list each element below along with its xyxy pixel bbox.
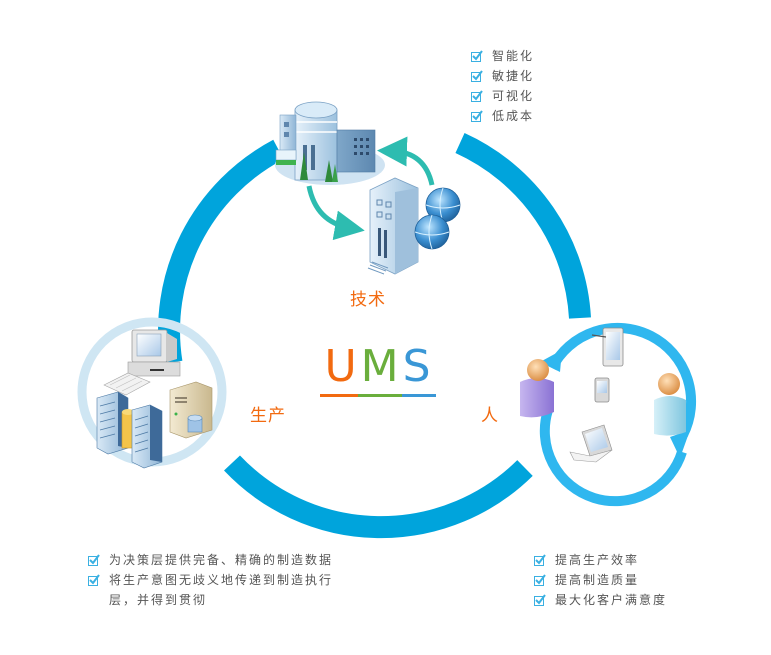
- checkbox-checked-icon: [88, 574, 100, 586]
- ring-arc-bottom: [224, 455, 533, 539]
- list-item: 将生产意图无歧义地传递到制造执行层，并得到贯彻: [88, 570, 338, 610]
- checkbox-checked-icon: [534, 574, 546, 586]
- production-benefits-list: 为决策层提供完备、精确的制造数据 将生产意图无歧义地传递到制造执行层，并得到贯彻: [88, 550, 338, 610]
- technology-benefits-list: 智能化 敏捷化 可视化 低成本: [471, 46, 534, 126]
- office-buildings-globes-icon: [275, 101, 461, 275]
- underline-orange: [320, 394, 358, 397]
- ums-letter-u: U: [324, 341, 361, 392]
- benefit-text: 可视化: [492, 89, 535, 103]
- underline-green: [358, 394, 402, 397]
- people-benefits-list: 提高生产效率 提高制造质量 最大化客户满意度: [534, 550, 667, 610]
- users-devices-cycle-icon: [520, 323, 697, 507]
- checkbox-checked-icon: [471, 50, 483, 62]
- ums-title: UMS: [322, 343, 437, 391]
- checkbox-checked-icon: [471, 90, 483, 102]
- benefit-text: 提高生产效率: [555, 553, 640, 567]
- list-item: 提高生产效率: [534, 550, 667, 570]
- list-item: 智能化: [471, 46, 534, 66]
- benefit-text: 最大化客户满意度: [555, 593, 668, 607]
- list-item: 低成本: [471, 106, 534, 126]
- benefit-text: 低成本: [492, 109, 535, 123]
- ring-arc-right: [455, 132, 591, 319]
- list-item: 敏捷化: [471, 66, 534, 86]
- technology-label: 技术: [350, 290, 386, 310]
- benefit-text: 智能化: [492, 49, 535, 63]
- benefit-text: 敏捷化: [492, 69, 535, 83]
- list-item: 最大化客户满意度: [534, 590, 667, 610]
- checkbox-checked-icon: [471, 110, 483, 122]
- underline-blue: [402, 394, 436, 397]
- checkbox-checked-icon: [534, 554, 546, 566]
- list-item: 提高制造质量: [534, 570, 667, 590]
- list-item: 为决策层提供完备、精确的制造数据: [88, 550, 338, 570]
- ums-letter-m: M: [360, 341, 403, 392]
- checkbox-checked-icon: [534, 594, 546, 606]
- benefit-text: 将生产意图无歧义地传递到制造执行层，并得到贯彻: [109, 573, 334, 607]
- ums-underline: [320, 394, 436, 397]
- checkbox-checked-icon: [471, 70, 483, 82]
- benefit-text: 提高制造质量: [555, 573, 640, 587]
- production-label: 生产: [250, 406, 286, 426]
- people-label: 人: [481, 406, 499, 426]
- checkbox-checked-icon: [88, 554, 100, 566]
- computer-servers-database-icon: [77, 317, 227, 469]
- list-item: 可视化: [471, 86, 534, 106]
- ums-letter-s: S: [402, 341, 435, 392]
- benefit-text: 为决策层提供完备、精确的制造数据: [109, 553, 334, 567]
